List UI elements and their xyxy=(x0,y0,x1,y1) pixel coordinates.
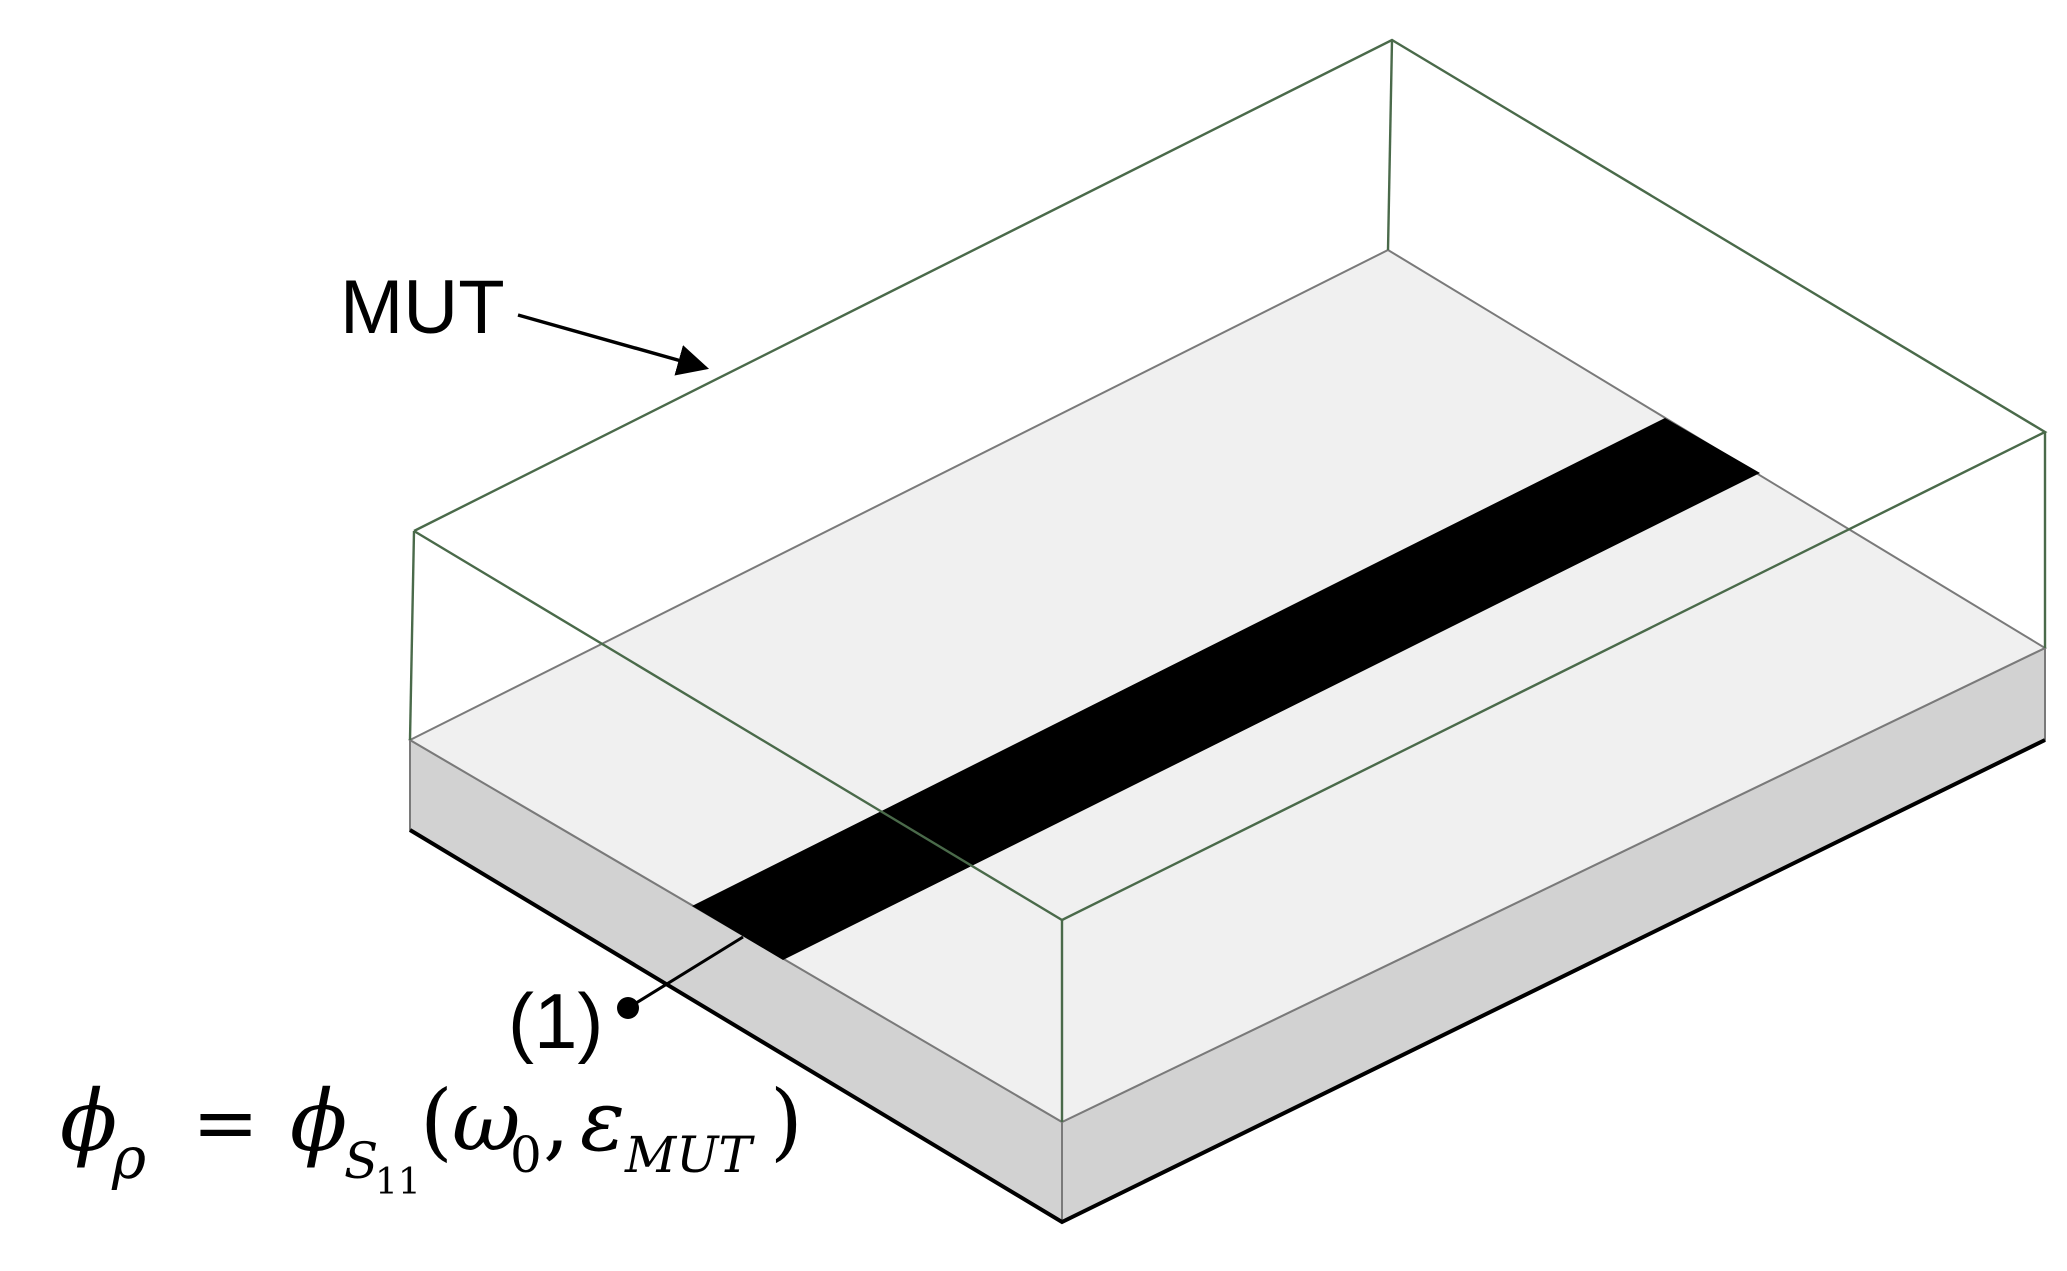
microstrip-line xyxy=(692,418,1760,960)
port-dot xyxy=(617,997,639,1019)
eq-lhs-phi: ϕ xyxy=(60,1072,117,1170)
mut-box-outline xyxy=(408,38,2048,1122)
eq-epsilon-sub: MUT xyxy=(624,1126,755,1184)
eq-epsilon: ε xyxy=(580,1072,625,1170)
phase-equation: ϕ ρ = ϕ S 11 ( ω 0 , ε MUT ) xyxy=(60,1072,803,1203)
eq-rhs-11: 11 xyxy=(375,1162,421,1203)
mut-label: MUT xyxy=(340,265,505,350)
port-leader-line xyxy=(627,935,744,1010)
eq-equals: = xyxy=(192,1076,259,1169)
eq-rhs-phi: ϕ xyxy=(290,1072,347,1170)
eq-close-paren: ) xyxy=(770,1072,803,1170)
eq-open-paren: ( xyxy=(420,1072,453,1170)
port-label: (1) xyxy=(508,977,603,1065)
eq-rhs-s: S xyxy=(344,1132,378,1190)
mut-arrow xyxy=(517,313,710,376)
substrate-bottom-edge xyxy=(408,738,2046,1225)
eq-comma: , xyxy=(543,1072,570,1170)
eq-omega-sub: 0 xyxy=(510,1126,542,1184)
eq-lhs-rho: ρ xyxy=(111,1124,146,1192)
eq-omega: ω xyxy=(452,1072,521,1170)
